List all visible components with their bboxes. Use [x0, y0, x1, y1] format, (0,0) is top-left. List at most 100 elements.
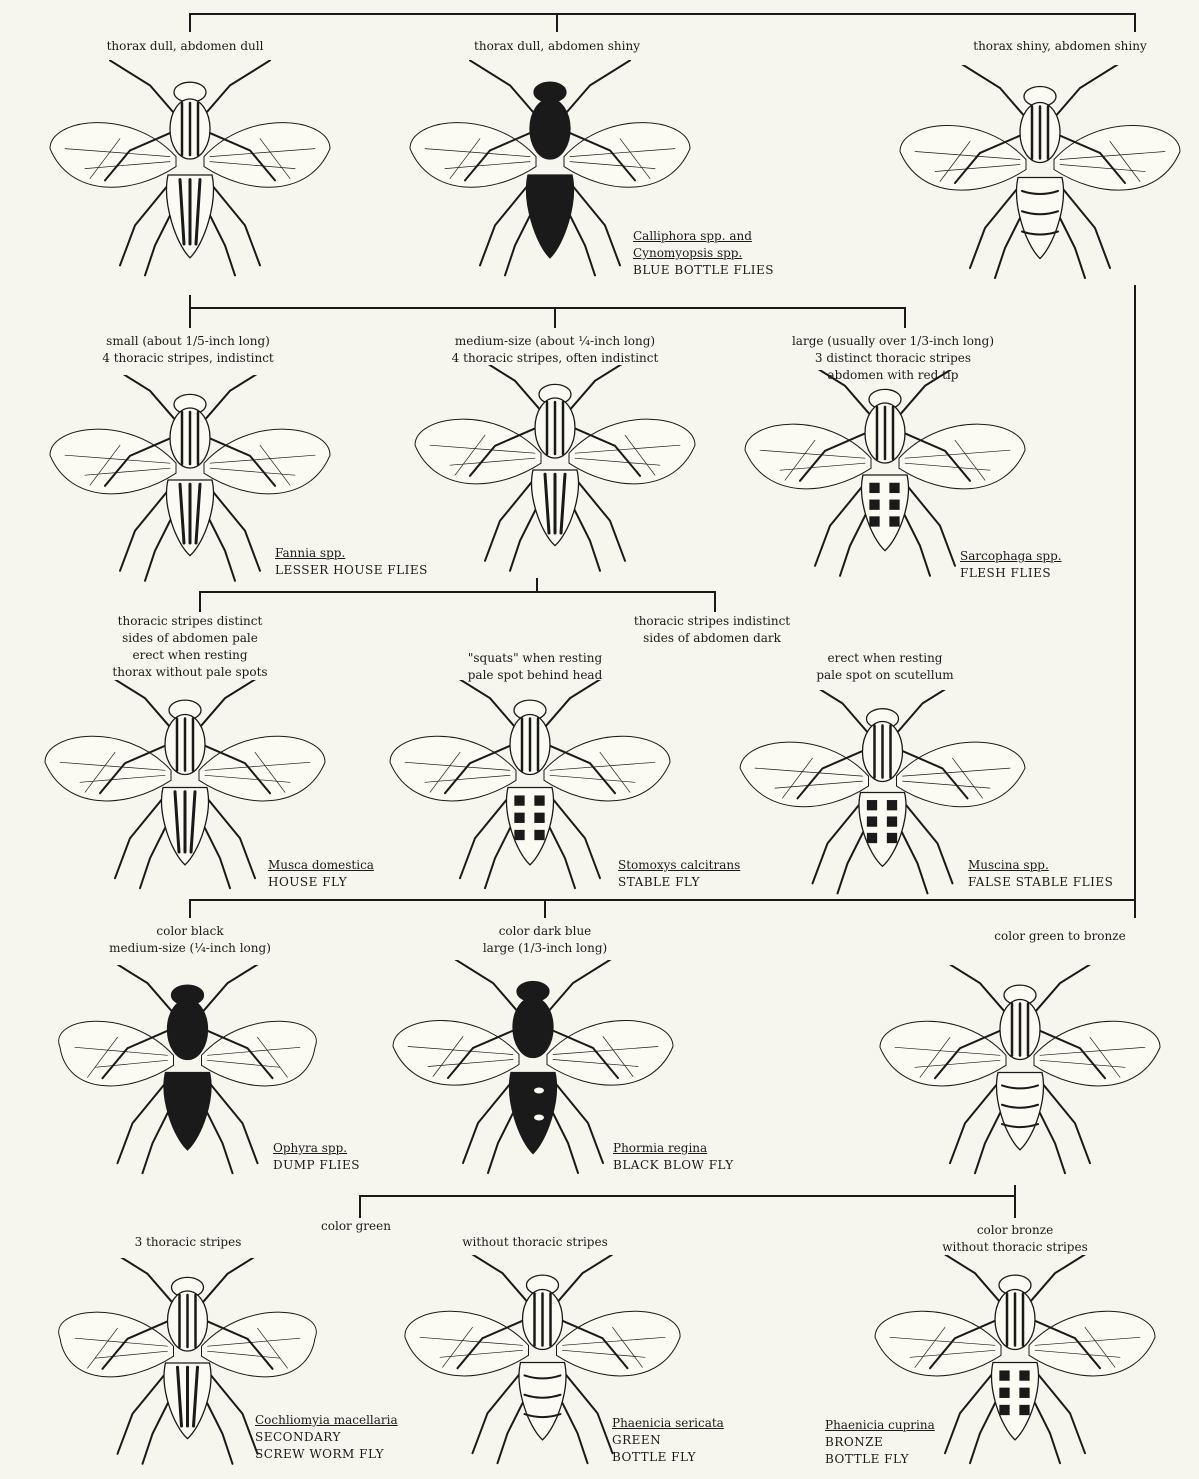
char-line: thorax without pale spots	[112, 664, 267, 681]
char-line: large (usually over 1/3-inch long)	[792, 333, 994, 350]
abdominal-spot	[1020, 1388, 1029, 1397]
char-line: sides of abdomen pale	[112, 630, 267, 647]
common-name: FLESH FLIES	[960, 565, 1062, 582]
abdomen	[862, 475, 909, 551]
leg	[1054, 65, 1120, 118]
leg	[453, 960, 519, 1013]
leg	[105, 680, 171, 728]
abdomen	[997, 1073, 1044, 1150]
leg	[803, 690, 869, 733]
species-label-stomoxys: Stomoxys calcitrans STABLE FLY	[618, 857, 740, 891]
common-name: SCREW WORM FLY	[255, 1446, 398, 1463]
char-line: large (1/3-inch long)	[483, 940, 607, 957]
char-medium: medium-size (about ¼-inch long) 4 thorac…	[452, 333, 659, 367]
genus-name: Sarcophaga spp.	[960, 548, 1062, 565]
char-line: color bronze	[942, 1222, 1088, 1239]
fly-illustration-medium	[410, 365, 700, 575]
leg	[470, 60, 536, 115]
wing	[880, 1021, 1006, 1086]
abdominal-spot	[868, 834, 877, 843]
char-line: without thoracic stripes	[942, 1239, 1088, 1256]
char-small: small (about 1/5-inch long) 4 thoracic s…	[102, 333, 274, 367]
wing	[405, 1311, 529, 1376]
fly-drawing	[50, 60, 330, 275]
abdominal-spot	[535, 796, 544, 805]
common-name: HOUSE FLY	[268, 874, 374, 891]
wing	[45, 736, 171, 801]
abdomen	[164, 1073, 211, 1150]
branch-top	[190, 14, 1135, 32]
wing	[547, 1020, 673, 1085]
wing	[564, 123, 690, 188]
branch-row2	[190, 295, 905, 328]
leg	[805, 370, 871, 416]
abdominal-spot	[1020, 1371, 1029, 1380]
wing	[1034, 1021, 1160, 1086]
leg	[569, 365, 635, 411]
wing	[544, 736, 670, 801]
wing	[50, 429, 176, 494]
leg	[547, 960, 613, 1013]
char-line: erect when resting	[816, 650, 953, 667]
abdominal-spot	[888, 801, 897, 810]
thorax	[168, 1000, 208, 1060]
char-line: erect when resting	[112, 647, 267, 664]
species-label-cuprina: Phaenicia cuprina BRONZE BOTTLE FLY	[825, 1417, 935, 1468]
leg	[204, 375, 270, 421]
abdominal-spot	[870, 517, 879, 526]
wing	[390, 736, 516, 801]
wing	[199, 736, 325, 801]
leg	[463, 1255, 529, 1303]
common-name: STABLE FLY	[618, 874, 740, 891]
common-name: SECONDARY	[255, 1429, 398, 1446]
char-line: thorax shiny, abdomen shiny	[973, 38, 1147, 55]
common-name: BRONZE	[825, 1434, 935, 1451]
leg	[544, 680, 610, 728]
abdominal-spot	[515, 813, 524, 822]
wing	[1029, 1311, 1155, 1376]
fly-drawing	[745, 370, 1025, 576]
common-name: GREEN	[612, 1432, 724, 1449]
char-line: sides of abdomen dark	[634, 630, 790, 647]
common-name: BLACK BLOW FLY	[613, 1157, 734, 1174]
leg	[960, 65, 1026, 118]
genus-name: Cynomyopsis spp.	[633, 245, 774, 262]
fly-illustration-green-bronze	[875, 965, 1165, 1180]
abdominal-spot	[888, 817, 897, 826]
char-color-bronze: color bronze without thoracic stripes	[942, 1222, 1088, 1256]
species-label-calliphora: Calliphora spp. and Cynomyopsis spp. BLU…	[633, 228, 774, 279]
species-label-cochliomyia: Cochliomyia macellaria SECONDARY SCREW W…	[255, 1412, 398, 1463]
abdominal-spot	[535, 831, 544, 840]
char-color-dark-blue: color dark blue large (1/3-inch long)	[483, 923, 607, 957]
wing	[50, 123, 176, 188]
genus-name: Fannia spp.	[275, 545, 428, 562]
char-stripes-indistinct: thoracic stripes indistinct sides of abd…	[634, 613, 790, 647]
wing	[59, 1021, 174, 1086]
abdominal-spot	[515, 831, 524, 840]
char-thorax-dull-abdomen-dull: thorax dull, abdomen dull	[107, 38, 264, 55]
common-name: BOTTLE FLY	[612, 1449, 724, 1466]
leg	[108, 1258, 174, 1304]
abdominal-spot	[1000, 1406, 1009, 1415]
wing	[202, 1021, 317, 1086]
common-name: FALSE STABLE FLIES	[968, 874, 1113, 891]
leg	[199, 680, 265, 728]
wing	[204, 429, 330, 494]
char-thorax-dull-abdomen-shiny: thorax dull, abdomen shiny	[474, 38, 640, 55]
leg	[897, 690, 963, 733]
common-name: LESSER HOUSE FLIES	[275, 562, 428, 579]
species-label-fannia: Fannia spp. LESSER HOUSE FLIES	[275, 545, 428, 579]
genus-name: Calliphora spp. and	[633, 228, 774, 245]
abdominal-highlight	[534, 1088, 544, 1094]
fly-illustration-shiny-shiny	[895, 65, 1185, 290]
abdominal-spot	[890, 517, 899, 526]
wing	[557, 1311, 681, 1376]
abdominal-spot	[870, 500, 879, 509]
genus-name: Stomoxys calcitrans	[618, 857, 740, 874]
fly-drawing	[415, 365, 695, 571]
leg	[1034, 965, 1100, 1013]
common-name: BOTTLE FLY	[825, 1451, 935, 1468]
char-erect-scutellum: erect when resting pale spot on scutellu…	[816, 650, 953, 684]
abdominal-spot	[868, 801, 877, 810]
